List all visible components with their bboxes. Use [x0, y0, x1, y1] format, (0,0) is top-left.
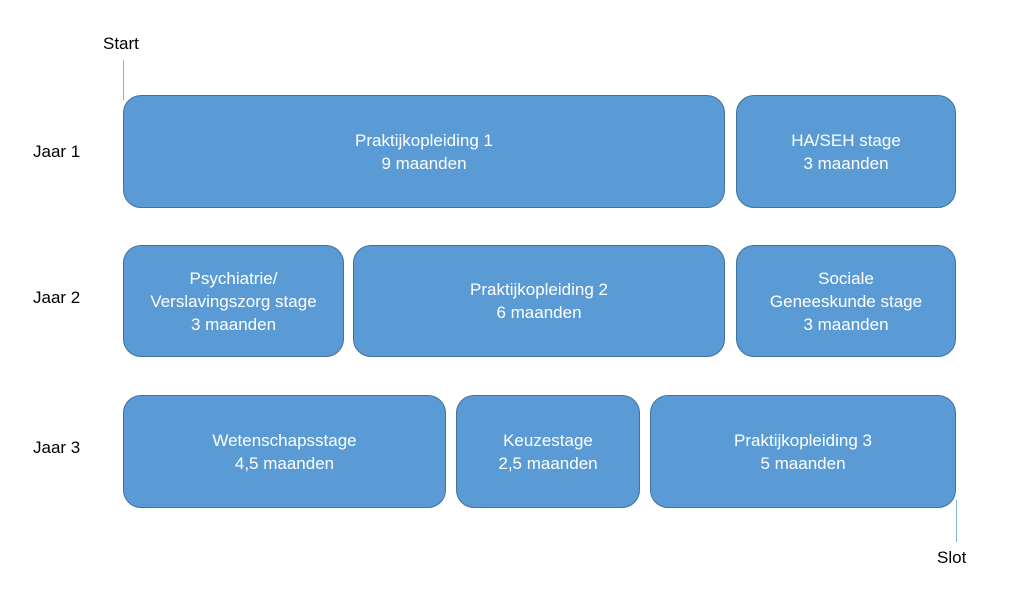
block-ha-seh-stage: HA/SEH stage 3 maanden: [736, 95, 956, 208]
block-line: 3 maanden: [190, 314, 277, 334]
block-praktijkopleiding-3: Praktijkopleiding 3 5 maanden: [650, 395, 956, 508]
block-line: HA/SEH stage: [791, 130, 901, 150]
block-line: 3 maanden: [803, 314, 889, 334]
block-line: 2,5 maanden: [498, 453, 598, 473]
year-1-label: Jaar 1: [33, 142, 81, 161]
block-line: Verslavingszorg stage: [150, 291, 317, 311]
block-praktijkopleiding-1: Praktijkopleiding 1 9 maanden: [123, 95, 725, 208]
start-marker-line: [123, 60, 124, 100]
start-label: Start: [103, 34, 139, 53]
block-line: Keuzestage: [503, 430, 593, 450]
block-line: Geneeskunde stage: [769, 291, 923, 311]
block-line: Wetenschapsstage: [212, 430, 357, 450]
year-2-label: Jaar 2: [33, 288, 81, 307]
block-line: 3 maanden: [803, 153, 889, 173]
year-3-label: Jaar 3: [33, 438, 81, 457]
block-wetenschapsstage: Wetenschapsstage 4,5 maanden: [123, 395, 446, 508]
block-line: 6 maanden: [496, 303, 582, 322]
block-line: Psychiatrie/: [189, 268, 278, 288]
end-marker-line: [956, 500, 957, 542]
block-keuzestage: Keuzestage 2,5 maanden: [456, 395, 640, 508]
end-label: Slot: [937, 548, 967, 567]
block-line: Sociale: [818, 268, 874, 288]
block-line: Praktijkopleiding 2: [470, 280, 608, 299]
block-line: Praktijkopleiding 3: [734, 430, 872, 450]
block-line: 9 maanden: [381, 153, 467, 173]
block-psychiatrie-verslavingszorg-stage: Psychiatrie/ Verslavingszorg stage 3 maa…: [123, 245, 344, 357]
block-line: 4,5 maanden: [234, 453, 335, 473]
block-line: Praktijkopleiding 1: [355, 130, 493, 150]
block-line: 5 maanden: [760, 453, 846, 473]
block-praktijkopleiding-2: Praktijkopleiding 2 6 maanden: [353, 245, 725, 357]
block-sociale-geneeskunde-stage: Sociale Geneeskunde stage 3 maanden: [736, 245, 956, 357]
